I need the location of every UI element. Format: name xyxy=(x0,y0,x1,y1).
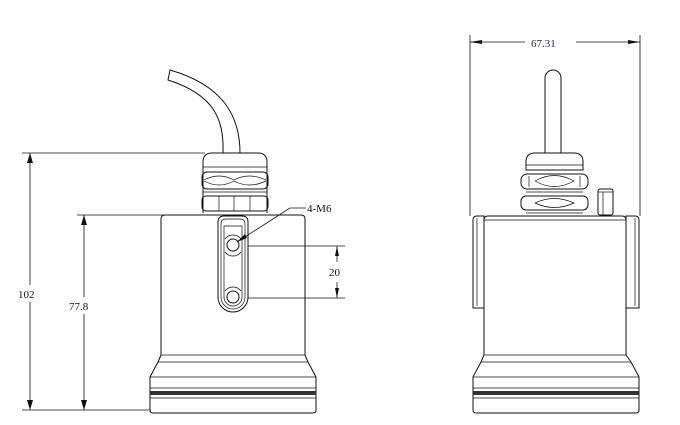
mounting-hole xyxy=(226,238,240,252)
housing-base xyxy=(149,354,317,414)
cable-gland xyxy=(201,152,269,213)
dimension-width: 67.31 xyxy=(469,35,641,216)
callout-label-4-m6: 4-M6 xyxy=(307,203,332,215)
front-view xyxy=(149,69,317,414)
dimension-body-height: 77.8 xyxy=(69,214,163,410)
cable xyxy=(544,69,562,153)
dim-label-77-8: 77.8 xyxy=(69,301,89,313)
dim-label-20: 20 xyxy=(329,267,341,279)
housing-body xyxy=(483,215,627,355)
dimension-overall-height: 102 xyxy=(18,152,205,411)
mounting-hole xyxy=(226,290,240,304)
dim-label-67-31: 67.31 xyxy=(531,38,556,50)
seal-ring xyxy=(473,391,639,395)
mounting-ear-right xyxy=(625,215,640,309)
thread-callout: 4-M6 xyxy=(236,203,332,243)
mounting-ear-left xyxy=(472,215,485,309)
housing-body xyxy=(160,214,306,355)
cable xyxy=(167,69,241,154)
mounting-slot xyxy=(217,215,249,313)
dim-label-102: 102 xyxy=(18,289,35,301)
seal-ring xyxy=(150,391,316,395)
cable-gland xyxy=(520,152,589,214)
housing-base xyxy=(472,354,640,414)
side-view xyxy=(472,69,640,414)
vent-post xyxy=(597,188,614,216)
dimension-hole-spacing: 20 xyxy=(248,245,345,299)
